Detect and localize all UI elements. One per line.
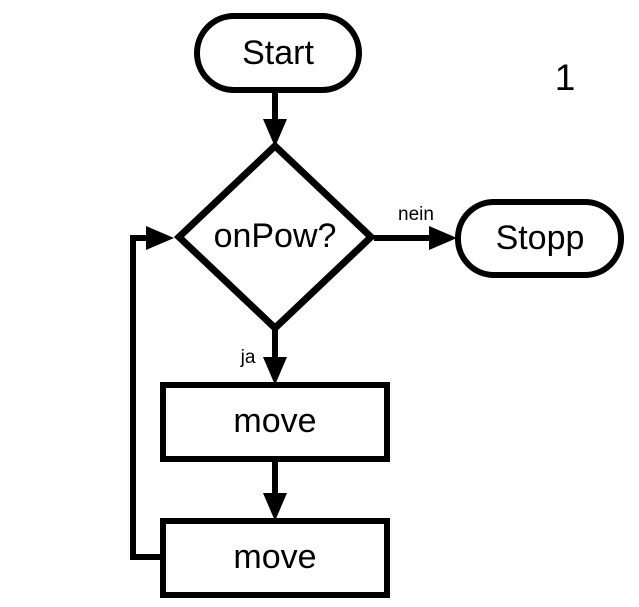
page-number: 1 — [555, 57, 576, 98]
edge-label-nein: nein — [398, 204, 434, 225]
move1-shape — [160, 382, 390, 462]
arrow-head-icon — [263, 119, 287, 147]
edge-line — [130, 235, 160, 560]
node-move2[interactable]: move — [160, 518, 390, 598]
decision-shape — [173, 141, 377, 333]
edge-decision-to-stopp — [374, 226, 457, 250]
arrow-head-icon — [429, 226, 457, 250]
node-start[interactable]: Start — [194, 13, 362, 93]
arrow-head-icon — [263, 357, 287, 385]
start-label: Start — [242, 34, 314, 72]
edge-start-to-decision — [263, 90, 287, 147]
start-shape — [194, 13, 362, 93]
node-decision[interactable]: onPow? — [173, 141, 377, 333]
move2-label: move — [233, 538, 316, 576]
edge-move2-to-decision-loop — [130, 226, 174, 560]
stopp-label: Stopp — [496, 219, 585, 257]
move1-label: move — [233, 402, 316, 440]
edge-move1-to-move2 — [263, 461, 287, 521]
move2-shape — [160, 518, 390, 598]
edge-label-ja: ja — [240, 347, 256, 368]
decision-label: onPow? — [214, 217, 337, 255]
arrow-head-icon — [146, 226, 174, 250]
stopp-shape — [455, 199, 624, 278]
node-stopp[interactable]: Stopp — [455, 199, 624, 278]
node-move1[interactable]: move — [160, 382, 390, 462]
edge-decision-to-move1 — [263, 330, 287, 385]
arrow-head-icon — [263, 493, 287, 521]
